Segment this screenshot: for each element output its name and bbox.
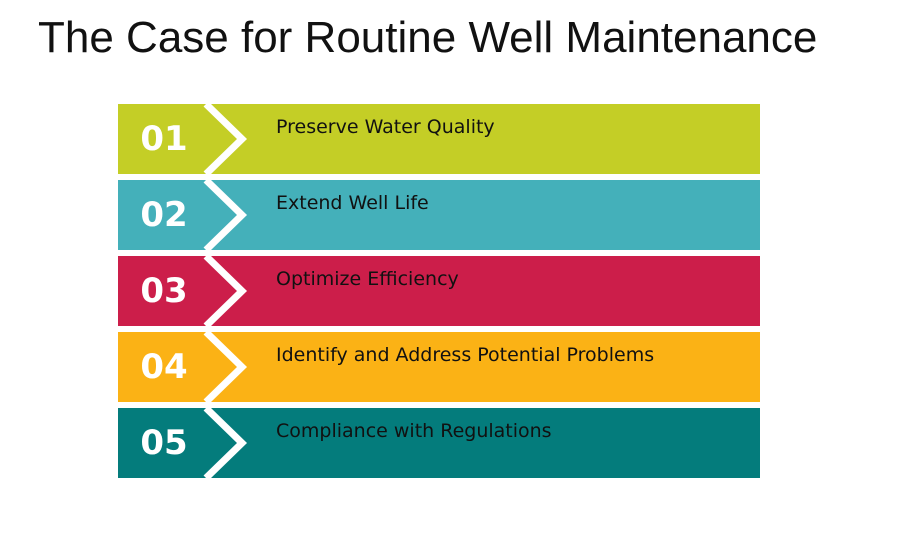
step-number: 04 [140,347,188,387]
chevron-arrow-icon [118,180,760,250]
chevron-arrow-icon [118,408,760,478]
step-number: 02 [140,195,188,235]
step-item: 04 Identify and Address Potential Proble… [118,332,760,402]
step-item: 03 Optimize Efficiency [118,256,760,326]
step-item: 01 Preserve Water Quality [118,104,760,174]
step-item: 02 Extend Well Life [118,180,760,250]
slide-title: The Case for Routine Well Maintenance [38,13,818,62]
step-number: 05 [140,423,188,463]
chevron-arrow-icon [118,332,760,402]
step-bar [118,332,760,402]
step-label: Optimize Efficiency [276,268,459,290]
step-number: 03 [140,271,188,311]
chevron-arrow-icon [118,256,760,326]
step-item: 05 Compliance with Regulations [118,408,760,478]
step-bar [118,104,760,174]
step-bar [118,180,760,250]
step-label: Extend Well Life [276,192,429,214]
step-label: Compliance with Regulations [276,420,552,442]
step-label: Identify and Address Potential Problems [276,344,655,366]
chevron-arrow-icon [118,104,760,174]
step-bar [118,408,760,478]
steps-list: 01 Preserve Water Quality 02 Extend Well… [118,104,760,484]
step-number: 01 [140,119,188,159]
step-label: Preserve Water Quality [276,116,495,138]
step-bar [118,256,760,326]
